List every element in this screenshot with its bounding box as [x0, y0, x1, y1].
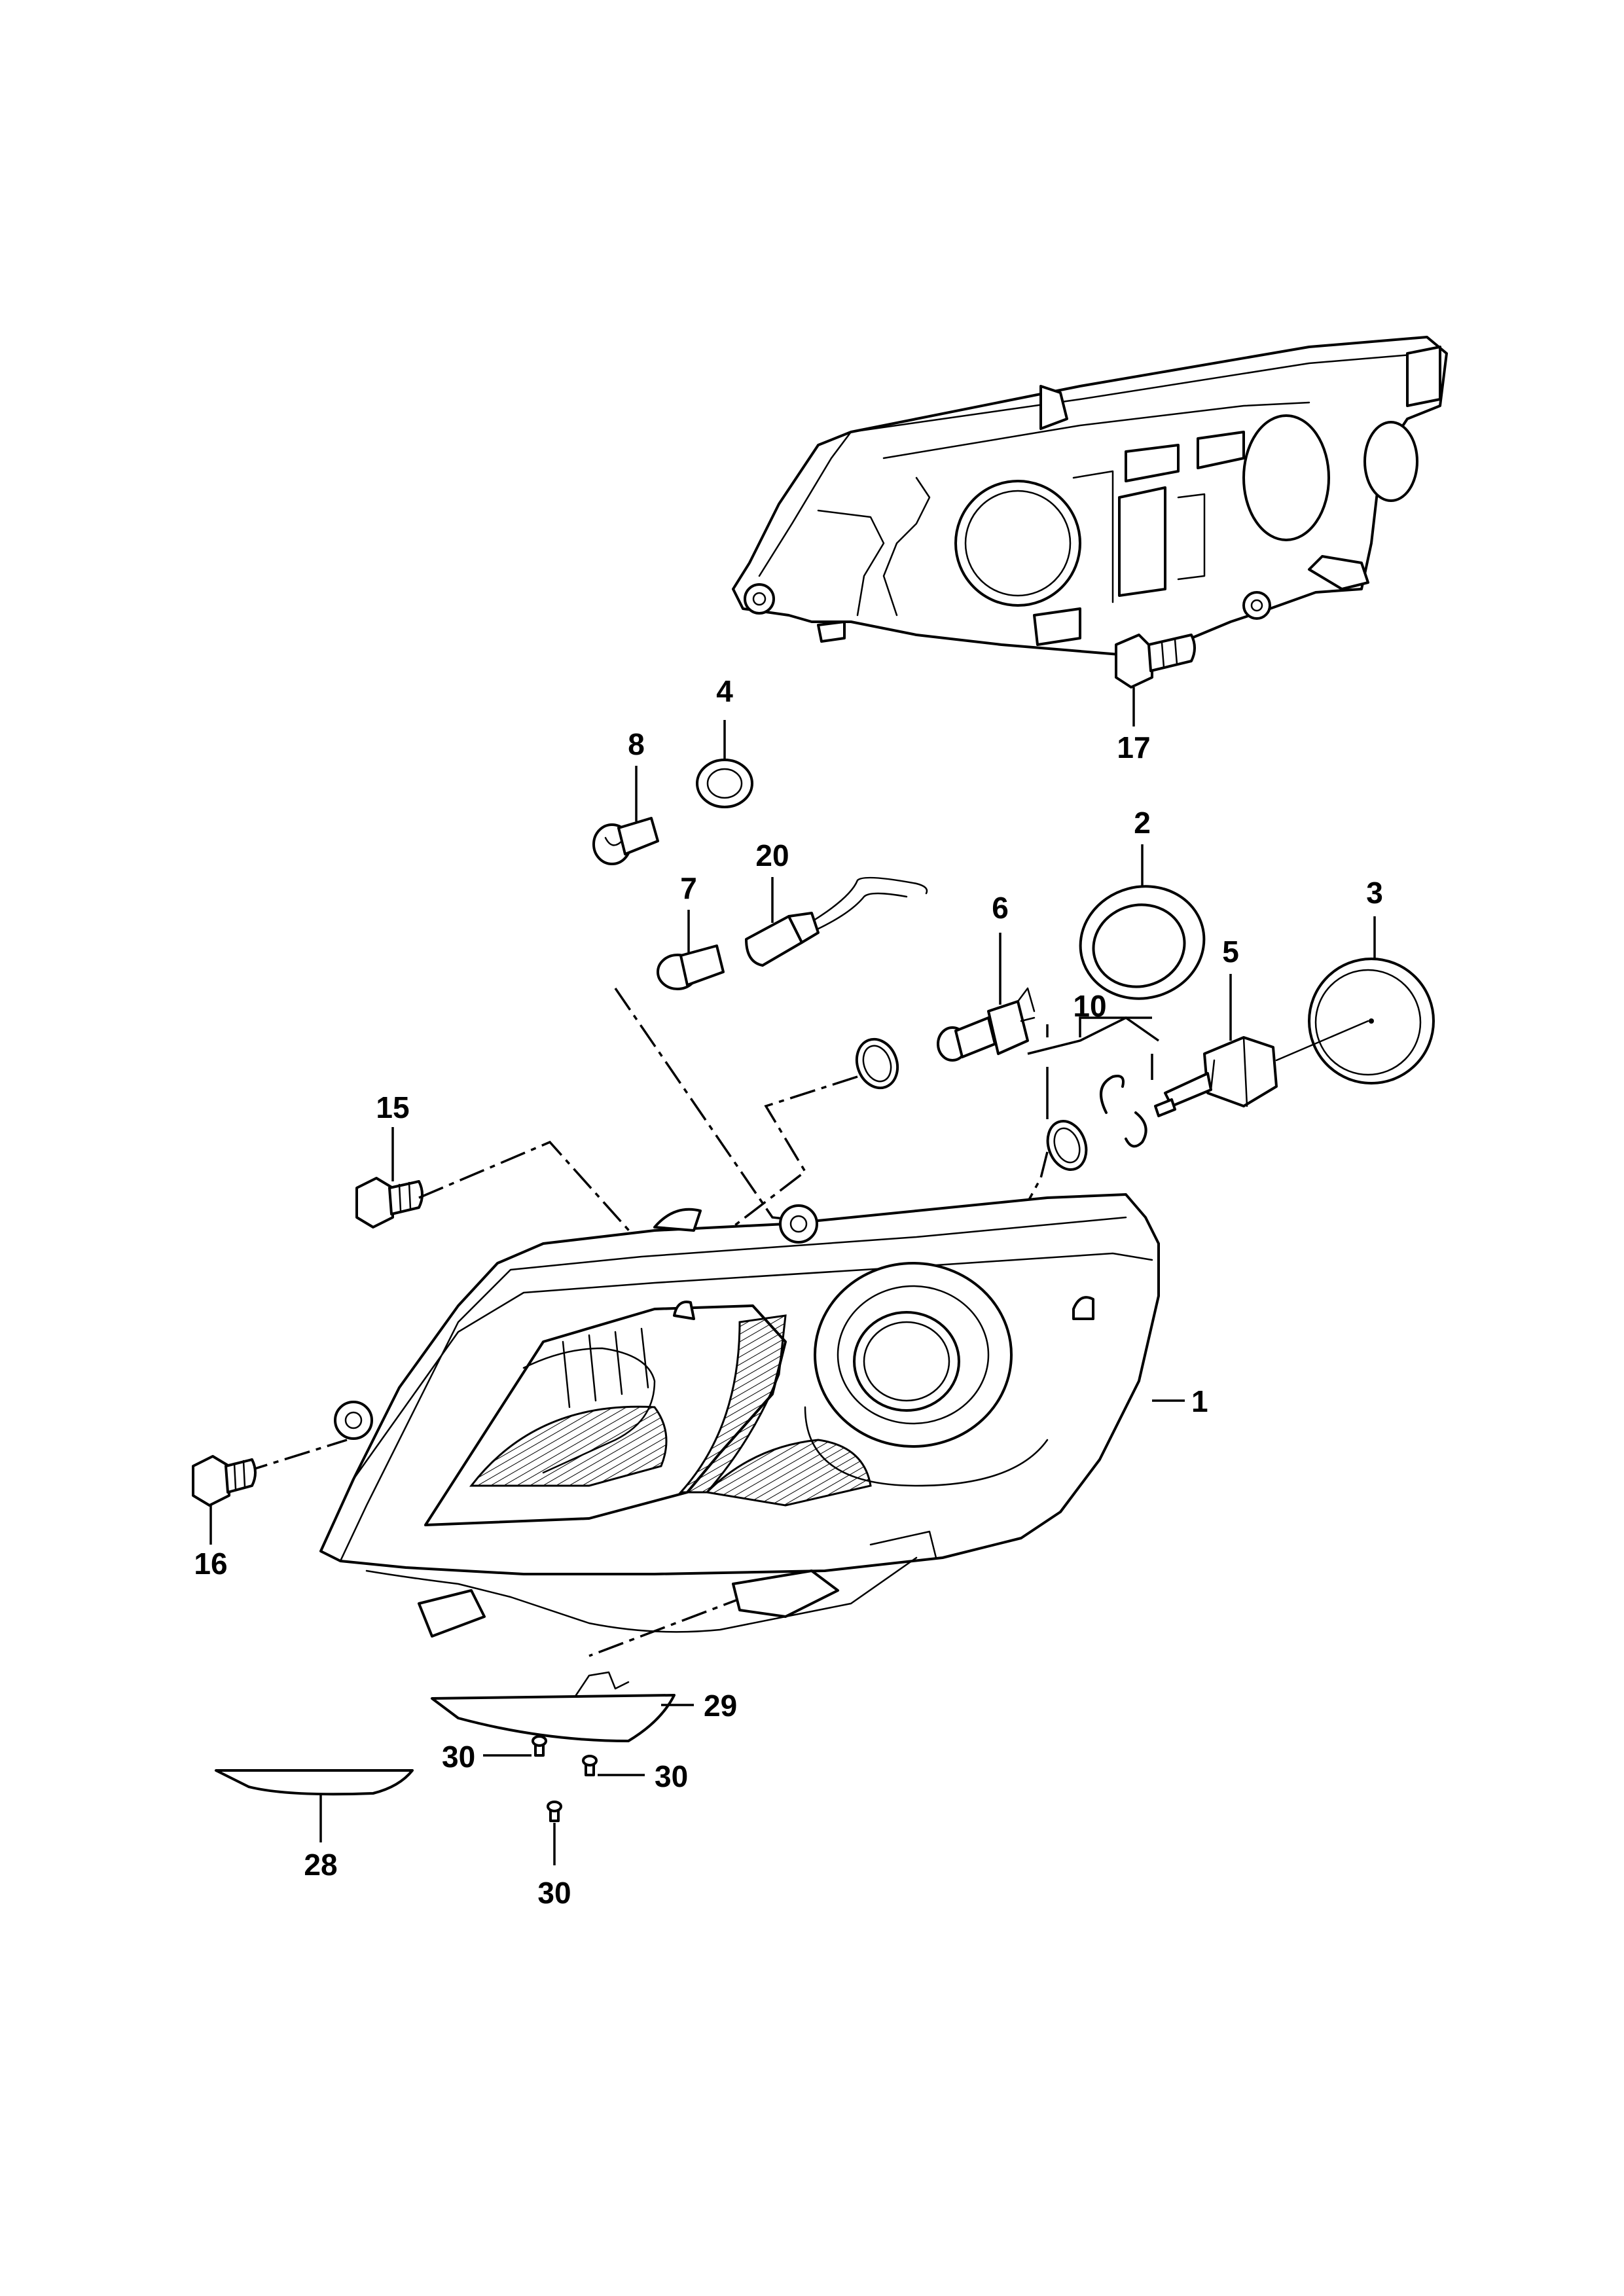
callout-30-a: 30 — [442, 1740, 475, 1774]
part-1-headlight-assembly — [319, 1193, 1160, 1638]
callout-7: 7 — [680, 871, 697, 905]
callout-20: 20 — [755, 838, 789, 872]
part-10-seal-and-clips — [1027, 1016, 1160, 1171]
callout-17: 17 — [1117, 730, 1150, 764]
callout-1: 1 — [1191, 1384, 1208, 1418]
headlight-housing-rear-view — [732, 336, 1448, 656]
part-15-bolt — [355, 1127, 424, 1229]
callout-6: 6 — [992, 891, 1009, 925]
part-20-bulb-socket — [745, 876, 928, 967]
part-8-bulb — [592, 766, 659, 865]
callout-30-c: 30 — [537, 1876, 571, 1910]
callout-2: 2 — [1134, 806, 1151, 840]
callout-5: 5 — [1222, 935, 1239, 969]
part-7-wedge-bulb — [657, 910, 725, 990]
callout-28: 28 — [304, 1848, 337, 1882]
part-28-cover — [215, 1769, 414, 1842]
callout-16: 16 — [194, 1547, 227, 1581]
part-5-xenon-bulb — [1154, 974, 1369, 1117]
part-16-bolt — [192, 1455, 257, 1545]
callout-15: 15 — [376, 1090, 409, 1124]
part-6-halogen-bulb — [937, 933, 1036, 1062]
callout-8: 8 — [628, 727, 645, 761]
callout-4: 4 — [716, 674, 733, 708]
callout-10: 10 — [1073, 989, 1106, 1023]
callout-3: 3 — [1366, 876, 1383, 910]
part-3-cover — [1308, 916, 1435, 1085]
part-29-trim — [431, 1671, 694, 1742]
part-17-bolt — [1115, 634, 1196, 726]
o-ring — [855, 1037, 899, 1090]
callout-29: 29 — [704, 1689, 737, 1723]
part-30-screw-c — [547, 1801, 562, 1865]
callout-30-b: 30 — [655, 1759, 688, 1793]
part-2-cap — [1079, 844, 1206, 1000]
part-4-grommet — [696, 720, 753, 808]
part-30-screw-b — [582, 1755, 645, 1776]
part-30-screw-a — [483, 1735, 547, 1757]
